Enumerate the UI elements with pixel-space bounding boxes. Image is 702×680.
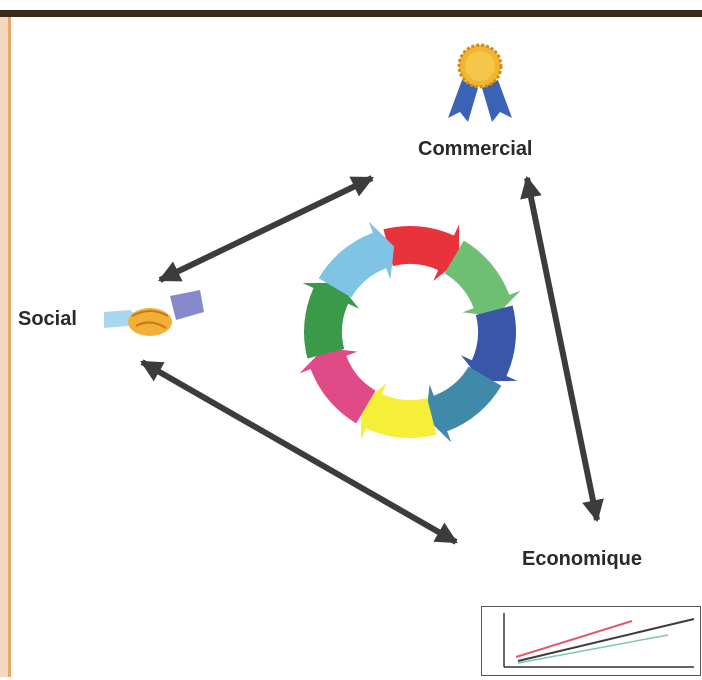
node-social-label: Social (18, 308, 77, 330)
top-border (0, 10, 702, 17)
award-ribbon-icon (448, 43, 512, 122)
cycle-segment (318, 221, 395, 298)
cycle-segment (299, 347, 376, 424)
node-commercial-label: Commercial (418, 138, 533, 160)
cycle-arrows-icon (299, 221, 521, 443)
node-economique-label: Economique (522, 548, 643, 570)
arrow-commercial-economique (520, 175, 604, 523)
cycle-segment (460, 305, 518, 382)
left-border-shade (0, 10, 8, 677)
cycle-segment (302, 282, 360, 359)
cycle-segment (444, 240, 521, 317)
left-border (8, 17, 11, 677)
cycle-segment (360, 382, 437, 440)
line-chart-thumbnail-icon (481, 606, 701, 676)
arrow-social-economique (140, 359, 458, 545)
cycle-segment (383, 224, 460, 282)
handshake-icon (104, 290, 204, 336)
arrow-social-commercial (158, 175, 374, 283)
cycle-segment (425, 366, 502, 443)
